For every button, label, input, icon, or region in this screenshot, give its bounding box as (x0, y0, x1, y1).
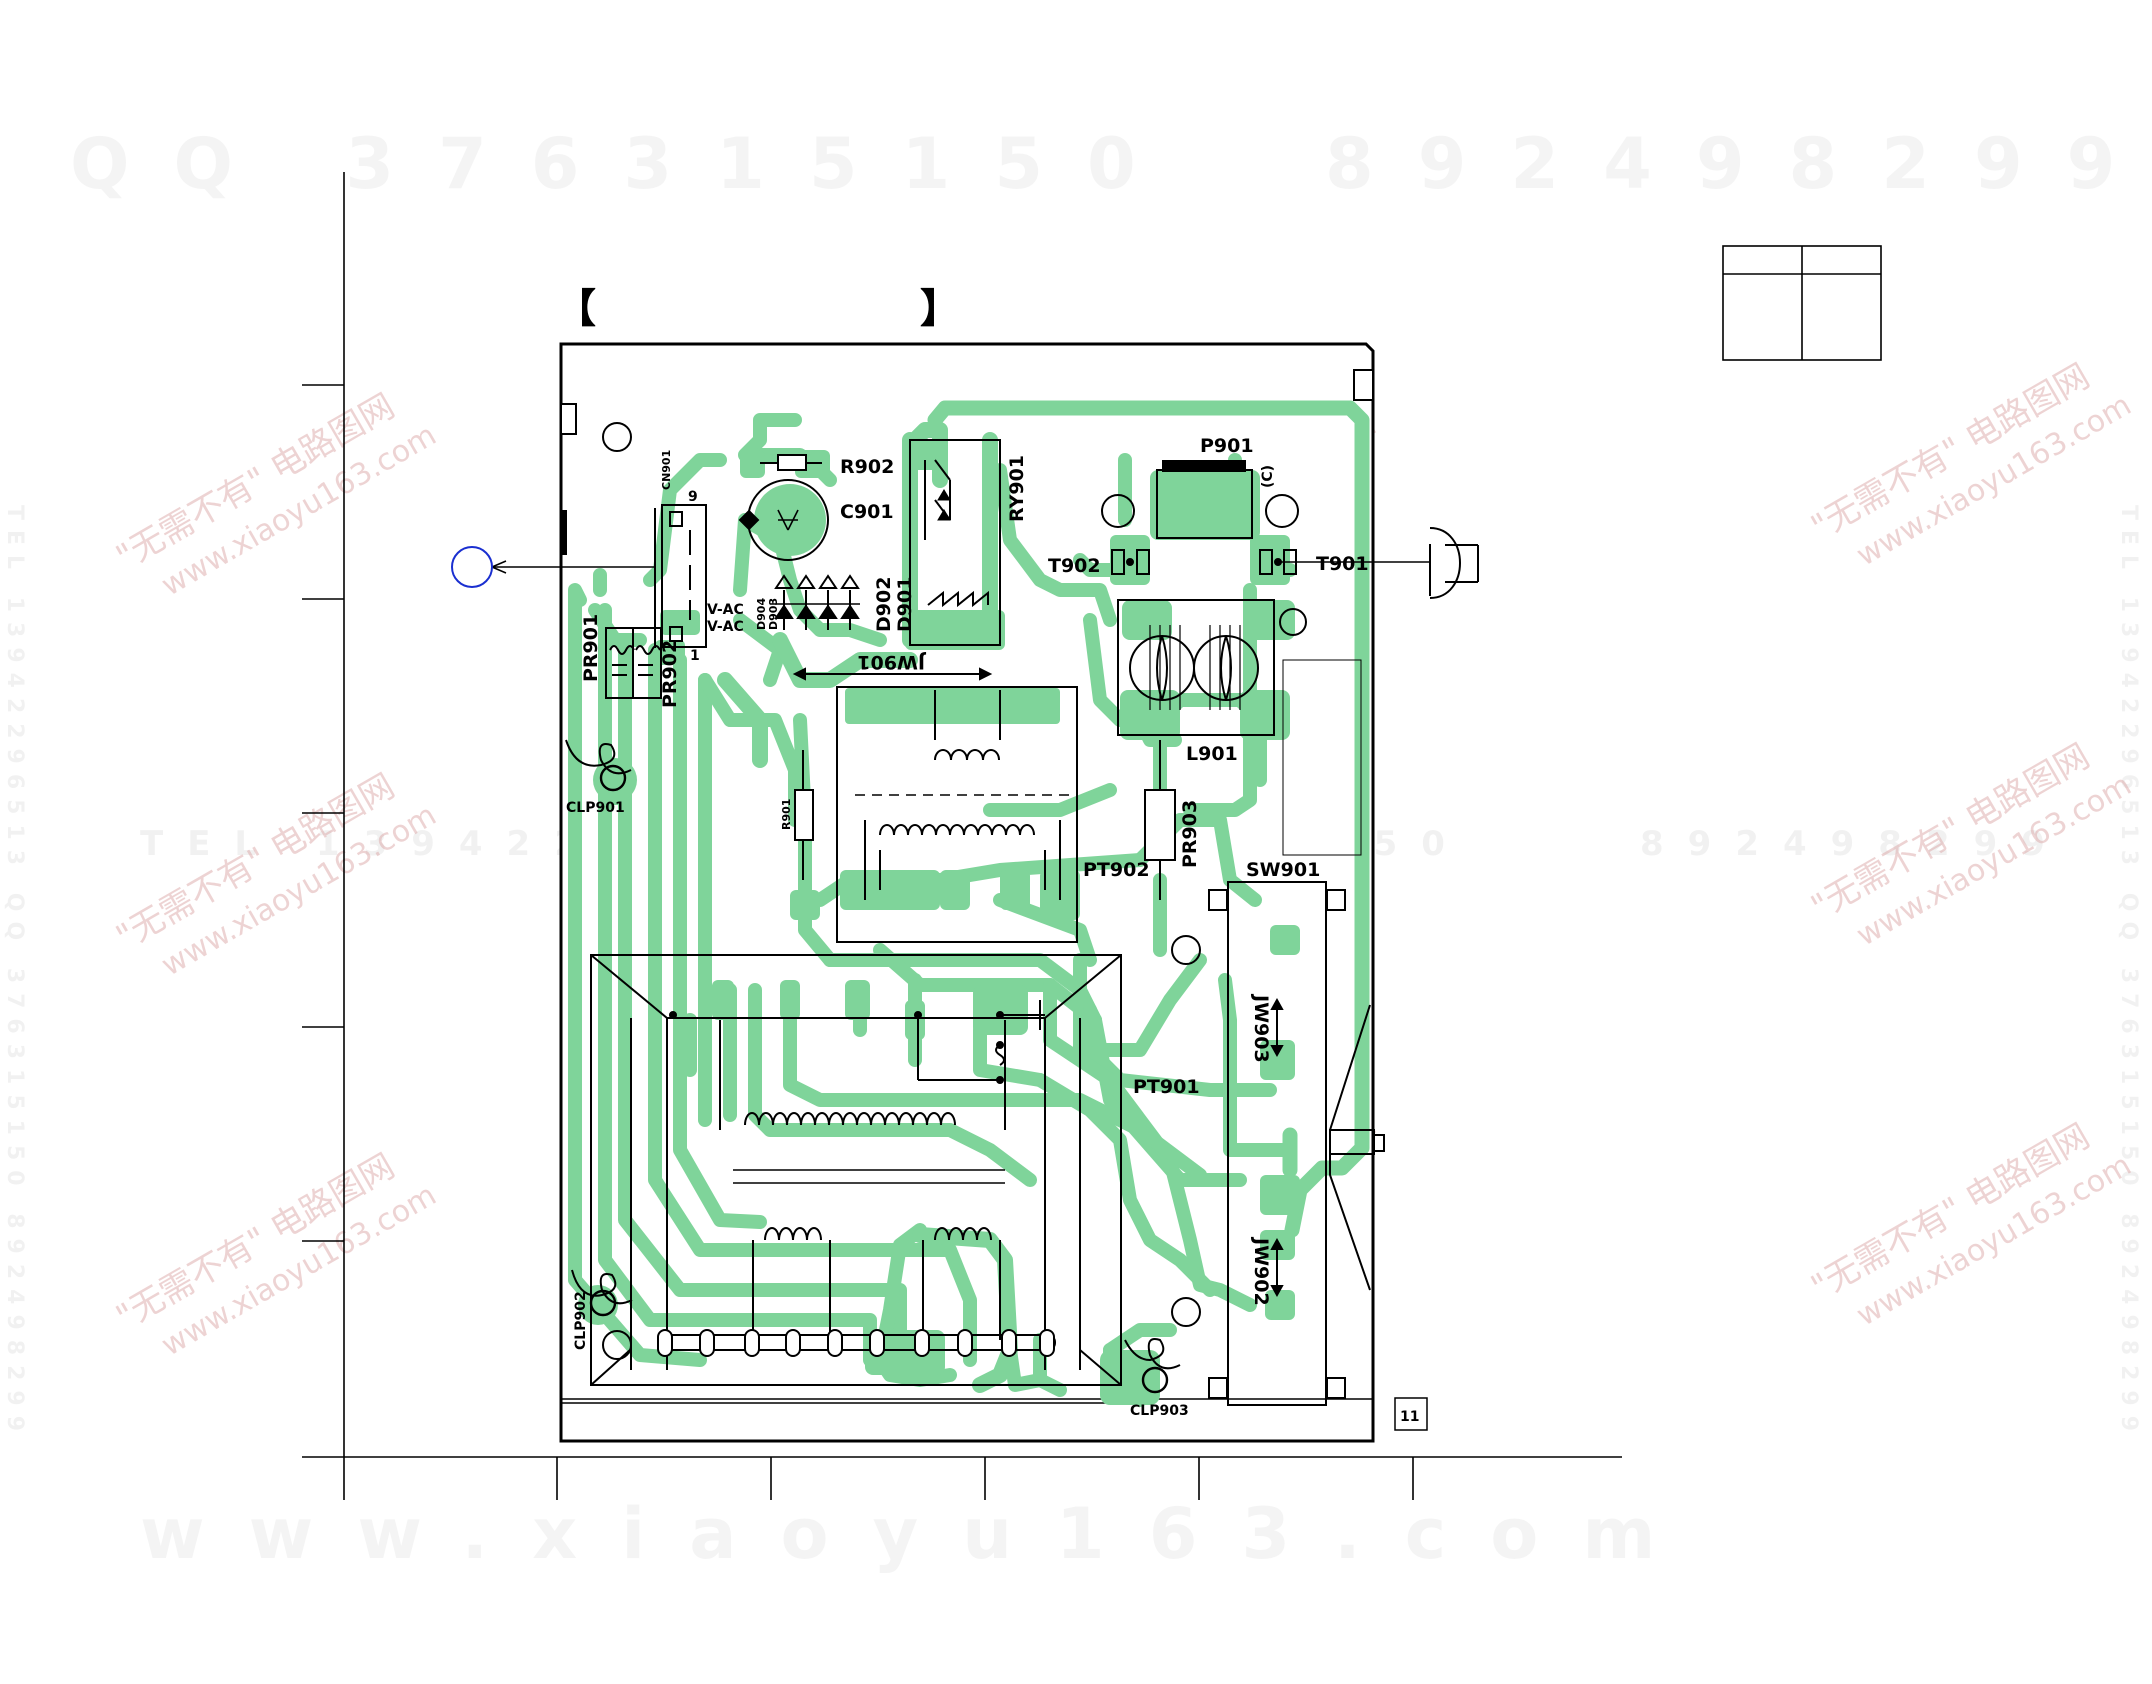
label-pr901: PR901 (580, 614, 602, 682)
watermark-stamp: "无需不有" 电路图网 www.xiaoyu163.com (110, 766, 443, 983)
watermark-stamp: "无需不有" 电路图网 www.xiaoyu163.com (110, 386, 443, 603)
title-bracket-open: 【 (556, 286, 596, 332)
label-pr902: PR902 (659, 640, 681, 708)
reference-marker (451, 546, 493, 588)
label-pt901: PT901 (1133, 1076, 1200, 1098)
watermark-mid-num: 892498299 (1640, 824, 2069, 864)
label-clp901: CLP901 (566, 800, 625, 816)
label-pt902: PT902 (1083, 859, 1150, 881)
label-clp903: CLP903 (1130, 1403, 1189, 1419)
label-cn901-pin1: 1 (690, 648, 700, 664)
label-t902: T902 (1048, 555, 1101, 577)
label-d902: D902 (873, 577, 895, 632)
label-p901-note: (C) (1260, 465, 1276, 488)
label-d903: D903 (767, 598, 780, 630)
label-pr903: PR903 (1179, 800, 1201, 868)
watermark-tel: 892498299 (1325, 123, 2152, 205)
page-badge: 11 (1400, 1409, 1419, 1425)
label-cn901: CN901 (660, 450, 673, 490)
title-bracket-close: 】 (920, 286, 960, 332)
label-v-ac-2: V-AC (707, 619, 744, 635)
label-t901: T901 (1316, 553, 1369, 575)
label-v-ac-1: V-AC (707, 602, 744, 618)
label-c901: C901 (840, 501, 894, 523)
label-p901: P901 (1200, 435, 1254, 457)
label-cn901-pin9: 9 (688, 489, 698, 505)
grid-frame (302, 172, 1622, 1500)
label-jw903: JW903 (1250, 993, 1272, 1063)
label-jw901: JW901 (857, 651, 927, 673)
watermark-stamp: "无需不有" 电路图网 www.xiaoyu163.com (1805, 1116, 2138, 1333)
label-sw901: SW901 (1246, 859, 1320, 881)
component-labels: R902 C901 RY901 P901 (C) T902 T901 CN901… (566, 435, 1419, 1425)
silkscreen (491, 422, 1479, 1431)
watermark-stamp: "无需不有" 电路图网 www.xiaoyu163.com (1805, 356, 2138, 573)
watermark-qq: QQ 376315150 (70, 123, 1180, 205)
reference-table (1722, 245, 1882, 361)
label-ry901: RY901 (1006, 455, 1028, 522)
label-d904: D904 (755, 598, 768, 630)
watermark-side-right: TEL 13942296513 QQ 376315150 892498299 (2116, 505, 2141, 1441)
label-d901: D901 (894, 577, 916, 632)
label-jw902: JW902 (1250, 1236, 1272, 1306)
watermark-side-left: TEL 13942296513 QQ 376315150 892498299 (2, 505, 27, 1441)
label-clp902: CLP902 (573, 1291, 589, 1350)
watermark-url: www.xiaoyu163.com (140, 1493, 1699, 1575)
label-l901: L901 (1186, 743, 1238, 765)
label-r902: R902 (840, 456, 894, 478)
label-r901: R901 (780, 799, 793, 830)
watermark-stamp: "无需不有" 电路图网 www.xiaoyu163.com (110, 1146, 443, 1363)
